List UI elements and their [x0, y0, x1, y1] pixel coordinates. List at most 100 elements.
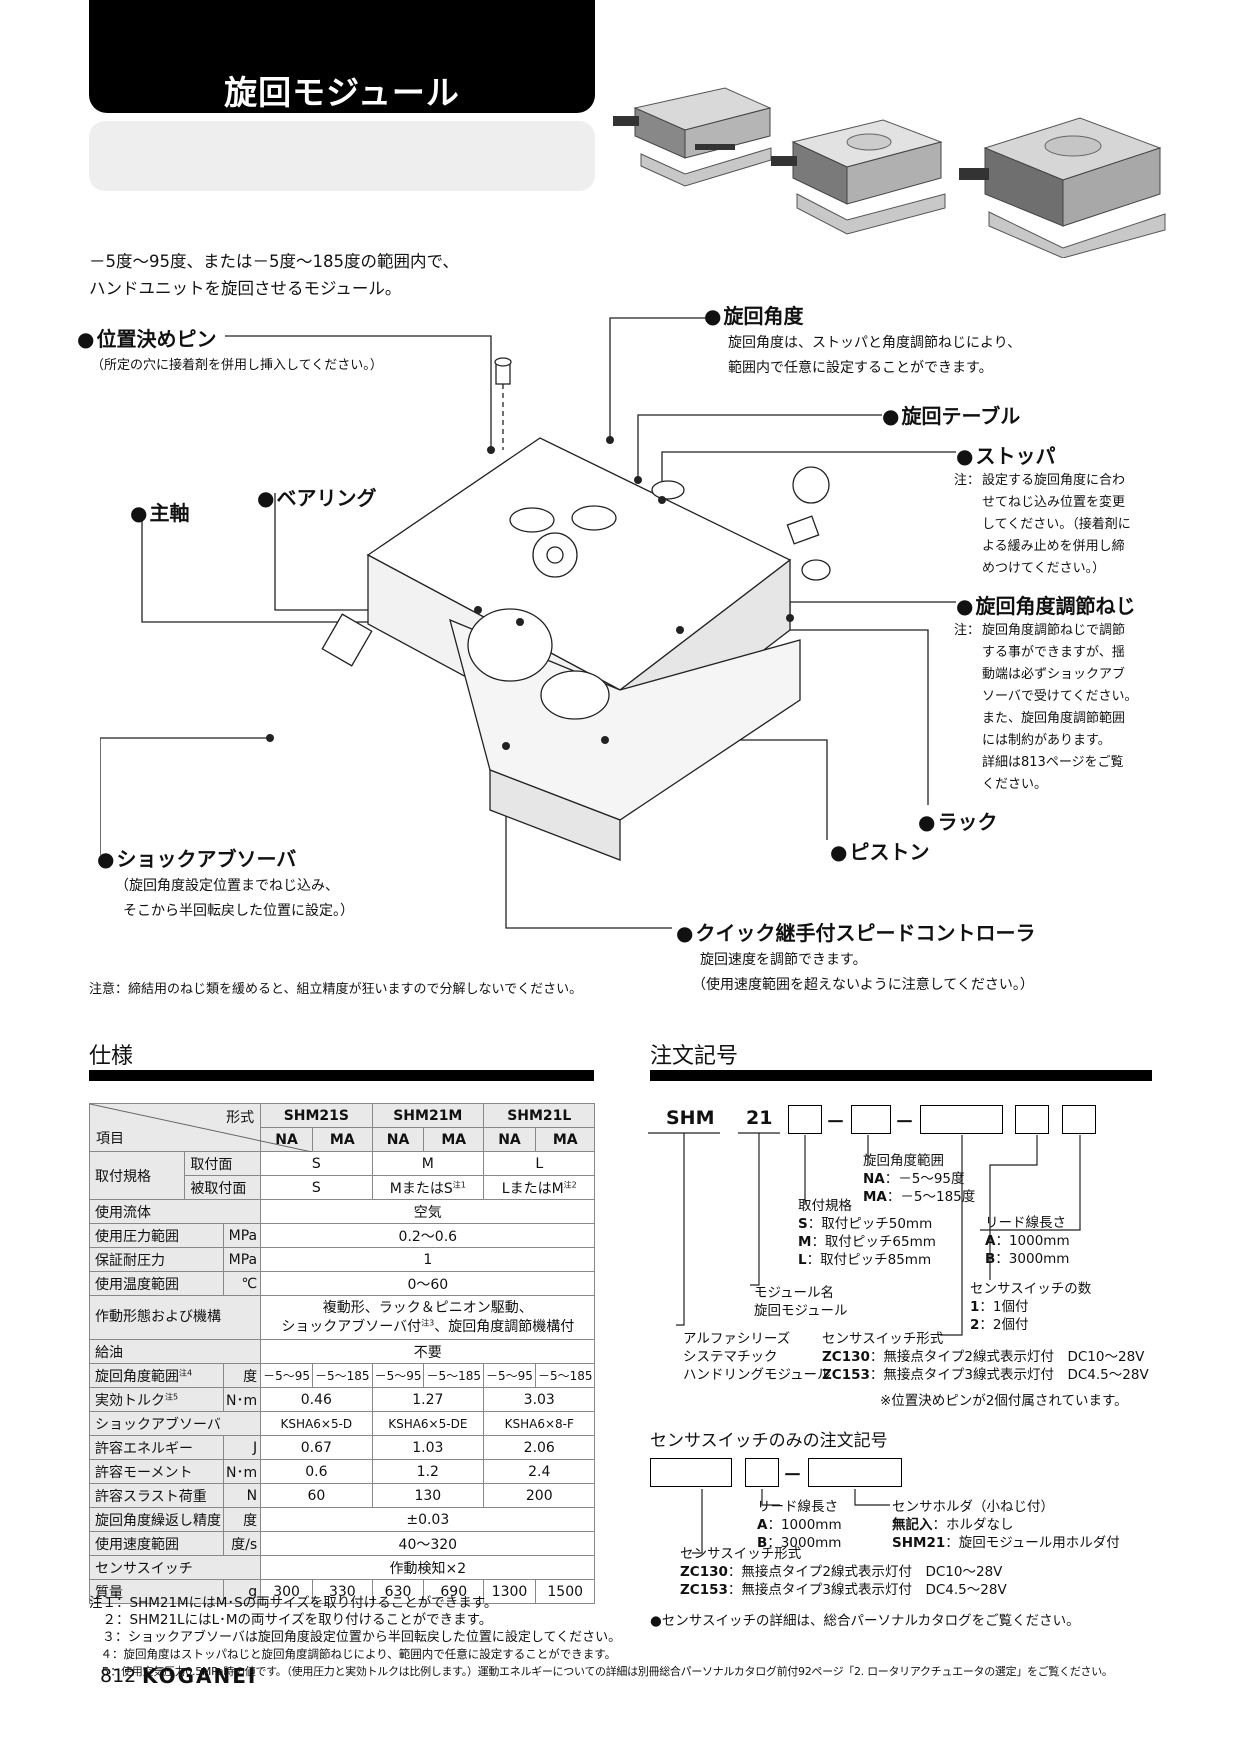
row-label: 旋回角度繰返し精度 [89, 1507, 224, 1532]
cell-text: LまたはM [501, 1180, 564, 1197]
callout-stopper: ストッパ [956, 440, 1055, 469]
count-desc: ：2個付 [979, 1317, 1029, 1333]
intro-text: －5度～95度、または－5度～185度の範囲内で、 ハンドユニットを旋回させるモ… [89, 248, 459, 302]
shock-absorber-title: ショックアブソーバ [97, 843, 354, 872]
model-header: SHM21L [483, 1103, 596, 1128]
order-prefix: SHM [666, 1107, 715, 1129]
order-sensor-label: センサスイッチ形式 ZC130：無接点タイプ2線式表示灯付 DC10～28V Z… [822, 1330, 1149, 1384]
mount-code: S [798, 1216, 808, 1232]
operation-text: ショックアブソーバ付 [281, 1318, 422, 1335]
callout-main-shaft: 主軸 [130, 497, 189, 526]
unit: 度 [222, 1363, 262, 1388]
cell: S [260, 1175, 373, 1200]
cell: －5～185 [312, 1363, 373, 1388]
cell-text: MまたはS [389, 1180, 453, 1197]
cell: 330 [312, 1579, 373, 1604]
lead-desc: ：3000mm [995, 1251, 1070, 1267]
shock-absorber-desc-1: （旋回角度設定位置までねじ込み、 [115, 878, 339, 894]
speed-controller-desc-2: （使用速度範囲を超えないように注意してください。） [692, 977, 1034, 993]
sensor-order-dash: － [783, 1464, 803, 1486]
angle-adjust-note-line: ください。 [982, 777, 1048, 792]
count-desc: ：1個付 [979, 1299, 1029, 1315]
stopper-note-line: してください。（接着剤に [982, 517, 1131, 532]
mount-code: L [798, 1252, 807, 1268]
row-label: 使用速度範囲 [89, 1531, 224, 1556]
unit: N･m [222, 1459, 262, 1484]
order-mount-label: 取付規格 S：取付ピッチ50mm M：取付ピッチ65mm L：取付ピッチ85mm [798, 1197, 936, 1269]
spec-row-angle: 旋回角度範囲注4 度 －5～95 －5～185 －5～95 －5～185 －5～… [89, 1363, 596, 1388]
cell: 40～320 [260, 1531, 596, 1556]
page-title: 旋回モジュール [224, 73, 460, 112]
type-desc: ：無接点タイプ2線式表示灯付 DC10～28V [727, 1564, 1003, 1580]
order-leader-lines [648, 1132, 1081, 1336]
subtype-header: NA [371, 1127, 425, 1152]
callout-rotary-table: 旋回テーブル [882, 400, 1020, 429]
lead-code: B [757, 1535, 768, 1551]
unit: 度/s [222, 1531, 262, 1556]
angle-adjust-note-prefix: 注： [954, 623, 981, 638]
sensor-order-leader-lines [692, 1489, 890, 1554]
callout-bearing: ベアリング [257, 482, 376, 511]
subtype-header: MA [423, 1127, 485, 1152]
cell: －5～185 [534, 1363, 596, 1388]
rotary-table-title: 旋回テーブル [882, 400, 1020, 429]
head-model-label: 形式 [226, 1110, 255, 1126]
note-ref: 注4 [179, 1367, 193, 1377]
brand-logo: KOGANEI [142, 1664, 258, 1688]
spec-row-torque: 実効トルク注5 N･m 0.46 1.27 3.03 [89, 1387, 596, 1412]
cell: 1 [260, 1247, 596, 1272]
module-small-image [613, 87, 772, 187]
cell: 0.2～0.6 [260, 1223, 596, 1248]
label-text: 旋回角度範囲 [95, 1368, 179, 1385]
cell: 1.2 [371, 1459, 485, 1484]
mount-title: 取付規格 [798, 1198, 852, 1214]
cell: 作動検知×2 [260, 1555, 596, 1580]
stopper-note-line: 設定する旋回角度に合わ [982, 473, 1126, 488]
cell: －5～95 [371, 1363, 425, 1388]
type-code: ZC153 [680, 1582, 728, 1598]
intro-line-1: －5度～95度、または－5度～185度の範囲内で、 [89, 252, 459, 271]
model-header: SHM21M [371, 1103, 485, 1128]
positioning-pin-desc: （所定の穴に接着剤を併用し挿入してください。） [91, 358, 383, 373]
subtype-header: NA [483, 1127, 536, 1152]
lead-desc: ：1000mm [995, 1233, 1070, 1249]
speed-controller-title: クイック継手付スピードコントローラ [676, 917, 1035, 946]
cell: 0.46 [260, 1387, 373, 1412]
sensor-code: ZC130 [822, 1349, 870, 1365]
subtitle-box [89, 121, 595, 191]
row-label: 質量 [89, 1579, 224, 1604]
holder-code: SHM21 [892, 1535, 946, 1551]
sensor-code: ZC153 [822, 1367, 870, 1383]
order-box-count [1015, 1105, 1049, 1134]
angle-title: 旋回角度範囲 [863, 1153, 944, 1169]
mount-desc: ：取付ピッチ85mm [806, 1252, 932, 1268]
count-code: 1 [970, 1299, 980, 1315]
page-number: 812 [100, 1665, 137, 1687]
type-desc: ：無接点タイプ3線式表示灯付 DC4.5～28V [727, 1582, 1007, 1598]
order-box-sensor [920, 1105, 1003, 1134]
spec-note: ２：SHM21LにはL･Mの両サイズを取り付けることができます。 [89, 1612, 493, 1628]
cell: KSHA6×5-D [260, 1411, 373, 1436]
head-item-label: 項目 [96, 1131, 124, 1147]
spec-note: ５：使用空気圧力0.5MPa時の値です。（使用圧力と実効トルクは比例します。）運… [89, 1665, 1113, 1678]
holder-desc: ：ホルダなし [932, 1517, 1014, 1533]
positioning-pin-title: 位置決めピン [77, 323, 383, 352]
cell: 2.06 [483, 1435, 596, 1460]
series-text-line: ハンドリングモジュール [683, 1367, 831, 1383]
lead-code: A [757, 1517, 768, 1533]
main-shaft-title: 主軸 [130, 497, 189, 526]
angle-code: MA [863, 1189, 887, 1205]
order-lead-label: リード線長さ A：1000mm B：3000mm [985, 1214, 1070, 1268]
cell: 2.4 [483, 1459, 596, 1484]
sensor-order-lead-label: リード線長さ A：1000mm B：3000mm [757, 1498, 842, 1552]
cell: KSHA6×5-DE [371, 1411, 485, 1436]
order-section-rule [650, 1070, 1152, 1081]
callout-piston: ピストン [830, 836, 929, 865]
cell: KSHA6×8-F [483, 1411, 596, 1436]
subtype-header: MA [534, 1127, 596, 1152]
spec-row-pressure: 使用圧力範囲 MPa 0.2～0.6 [89, 1223, 596, 1248]
row-label: 使用温度範囲 [89, 1271, 224, 1296]
mount-desc: ：取付ピッチ65mm [811, 1234, 936, 1250]
angle-desc: ：－5～185度 [886, 1189, 976, 1205]
cell: M [371, 1151, 485, 1176]
